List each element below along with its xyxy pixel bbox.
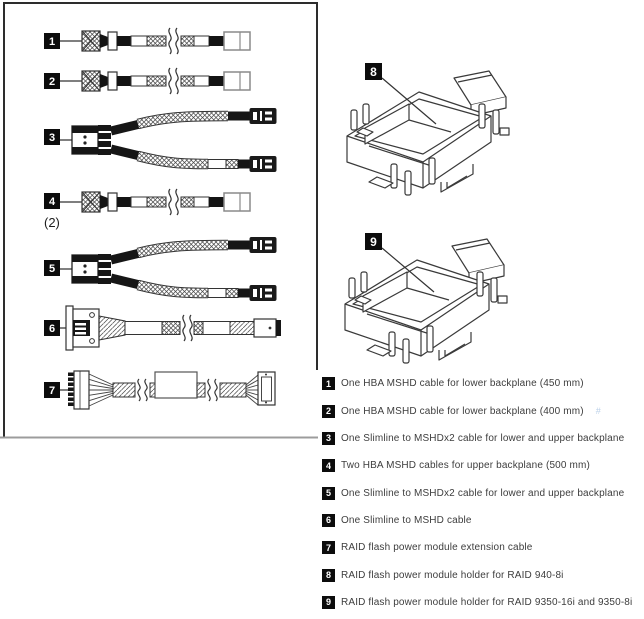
legend-text-9: RAID flash power module holder for RAID … [341, 596, 633, 608]
svg-text:3: 3 [49, 132, 55, 144]
anchor-link-icon[interactable]: # [595, 406, 601, 417]
legend-badge-7: 7 [322, 541, 335, 555]
legend-item-2: 2 One HBA MSHD cable for lower backplane… [322, 397, 644, 424]
legend-text-4: Two HBA MSHD cables for upper backplane … [341, 460, 590, 472]
cable-5-illustration [60, 238, 276, 301]
callout-badge-2: 2 [44, 73, 60, 89]
cable-6-illustration [59, 305, 282, 351]
legend-item-5: 5 One Slimline to MSHDx2 cable for lower… [322, 479, 644, 506]
callout-badge-1: 1 [44, 33, 60, 49]
svg-text:7: 7 [49, 385, 55, 397]
callout-badge-3: 3 [44, 129, 60, 145]
callout-badge-4: 4 [44, 193, 60, 209]
figure-box-border [0, 2, 318, 439]
callout-badge-5: 5 [44, 260, 60, 276]
cable-3-illustration [60, 109, 276, 172]
holder-8-illustration [346, 70, 510, 196]
cable-4-quantity-note: (2) [44, 215, 60, 230]
legend-item-1: 1 One HBA MSHD cable for lower backplane… [322, 370, 644, 397]
legend-text-3: One Slimline to MSHDx2 cable for lower a… [341, 432, 625, 444]
legend-badge-3: 3 [322, 431, 335, 445]
cable-4-illustration [59, 188, 251, 216]
callout-badge-8: 8 [365, 63, 382, 80]
legend-item-6: 6 One Slimline to MSHD cable [322, 507, 644, 534]
legend-item-8: 8 RAID flash power module holder for RAI… [322, 561, 644, 588]
legend-item-3: 3 One Slimline to MSHDx2 cable for lower… [322, 425, 644, 452]
legend-badge-2: 2 [322, 404, 335, 418]
cable-1-illustration [59, 27, 251, 55]
legend-text-1: One HBA MSHD cable for lower backplane (… [341, 378, 584, 390]
callout-badge-9: 9 [365, 233, 382, 250]
svg-text:5: 5 [49, 263, 55, 275]
holder-9-illustration [344, 238, 508, 364]
legend-text-8: RAID flash power module holder for RAID … [341, 569, 564, 581]
svg-text:8: 8 [370, 65, 377, 79]
legend-item-9: 9 RAID flash power module holder for RAI… [322, 589, 644, 616]
legend-text-6: One Slimline to MSHD cable [341, 514, 472, 526]
cable-7-illustration [59, 370, 276, 410]
svg-text:2: 2 [49, 76, 55, 88]
legend-badge-8: 8 [322, 568, 335, 582]
legend-badge-6: 6 [322, 513, 335, 527]
callout-badge-6: 6 [44, 320, 60, 336]
legend-badge-5: 5 [322, 486, 335, 500]
svg-text:4: 4 [49, 196, 56, 208]
legend-badge-9: 9 [322, 595, 335, 609]
svg-text:9: 9 [370, 235, 377, 249]
cable-2-illustration [59, 67, 251, 95]
legend-text-2: One HBA MSHD cable for lower backplane (… [341, 405, 584, 417]
legend-text-5: One Slimline to MSHDx2 cable for lower a… [341, 487, 625, 499]
legend-badge-1: 1 [322, 377, 335, 391]
legend-item-4: 4 Two HBA MSHD cables for upper backplan… [322, 452, 644, 479]
legend-item-7: 7 RAID flash power module extension cabl… [322, 534, 644, 561]
svg-text:6: 6 [49, 323, 55, 335]
svg-text:1: 1 [49, 36, 55, 48]
legend-list: 1 One HBA MSHD cable for lower backplane… [322, 370, 644, 616]
legend-badge-4: 4 [322, 459, 335, 473]
legend-text-7: RAID flash power module extension cable [341, 542, 533, 554]
callout-badge-7: 7 [44, 382, 60, 398]
